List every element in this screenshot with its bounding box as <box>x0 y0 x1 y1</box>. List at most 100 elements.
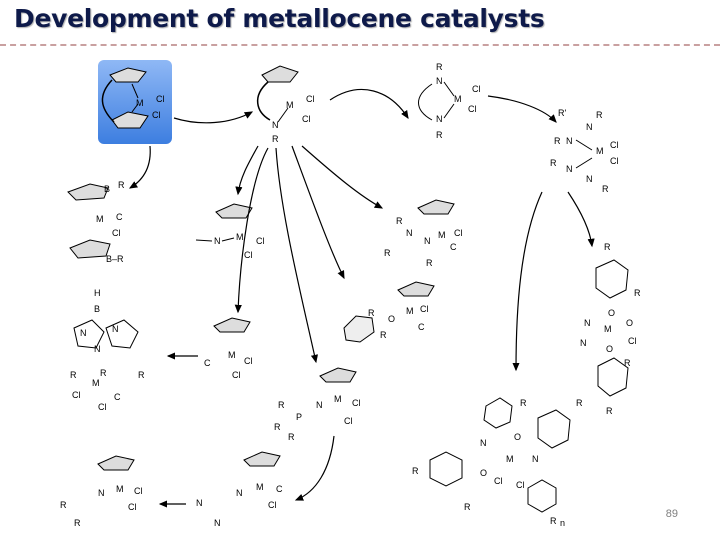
chloride-label: Cl <box>516 480 525 490</box>
chloride-label: Cl <box>112 228 121 238</box>
chloride-label: Cl <box>128 502 137 512</box>
salan-structure: R R N O M O Cl N O R R <box>580 242 641 416</box>
chloride-label: Cl <box>344 416 353 426</box>
metal-label: M <box>454 94 462 104</box>
boron-label: B <box>94 304 100 314</box>
fi-catalyst-structure: R R N O M N R O Cl Cl R R n <box>412 397 583 528</box>
chloride-label: Cl <box>628 336 637 346</box>
nitrogen-label: N <box>436 76 443 86</box>
phosphinimide-structure: R N M Cl P Cl R R <box>274 367 361 442</box>
chloride-label: Cl <box>352 398 361 408</box>
chloride-label: Cl <box>468 104 477 114</box>
chloride-label: C <box>204 358 211 368</box>
r-group-label: R <box>60 500 67 510</box>
r-group-label: R <box>100 368 107 378</box>
arrow <box>173 111 254 124</box>
r-group-label: R <box>278 400 285 410</box>
nitrogen-label: N <box>94 344 101 354</box>
r-group-label: R <box>436 62 443 72</box>
nitrogen-label: N <box>80 328 87 338</box>
metal-label: M <box>92 378 100 388</box>
metal-label: M <box>96 214 104 224</box>
phosphorus-label: P <box>296 412 302 422</box>
chloride-label: Cl <box>156 94 165 104</box>
chloride-label: Cl <box>244 356 253 366</box>
r-group-label: R <box>288 432 295 442</box>
r-group-label: R <box>436 130 443 140</box>
nitrogen-label: N <box>272 120 279 130</box>
metal-label: M <box>604 324 612 334</box>
constrained-geometry-structure: M Cl Cl N R <box>257 65 315 144</box>
r-group-label: R <box>596 110 603 120</box>
nitrogen-label: N <box>480 438 487 448</box>
oxygen-label: O <box>514 432 521 442</box>
arrow <box>234 147 269 314</box>
nitrogen-label: N <box>316 400 323 410</box>
metal-label: M <box>406 306 414 316</box>
ansa-metallocene-structure: M Cl Cl <box>98 60 172 144</box>
oxygen-label: O <box>626 318 633 328</box>
r-group-label: R <box>412 466 419 476</box>
metal-label: M <box>256 482 264 492</box>
nitrogen-label: N <box>196 498 203 508</box>
nitrogen-label: N <box>214 518 221 528</box>
arrow <box>567 191 595 248</box>
boratabenzene-structure: B R M C Cl B–R <box>67 180 125 264</box>
nitrogen-label: N <box>406 228 413 238</box>
nitrogen-label: N <box>586 122 593 132</box>
metal-label: M <box>236 232 244 242</box>
r-group-label: R <box>138 370 145 380</box>
r-group-label: R <box>272 134 279 144</box>
r-group-label: R <box>274 422 281 432</box>
amidinate-structure: R' R N R N M Cl Cl R N N R <box>550 108 619 194</box>
chloride-label: Cl <box>472 84 481 94</box>
nitrogen-label: N <box>566 136 573 146</box>
arrow <box>294 435 335 501</box>
r-group-label: R <box>606 406 613 416</box>
arrow <box>301 145 384 209</box>
oxygen-label: O <box>480 468 487 478</box>
chloride-label: Cl <box>72 390 81 400</box>
nitrogen-label: N <box>214 236 221 246</box>
oxygen-label: O <box>606 344 613 354</box>
nitrogen-label: N <box>112 324 119 334</box>
chloride-label: Cl <box>610 140 619 150</box>
chloride-label: C <box>114 392 121 402</box>
chloride-label: Cl <box>232 370 241 380</box>
half-sandwich-amido-structure: N M Cl Cl <box>195 203 265 260</box>
nitrogen-label: N <box>436 114 443 124</box>
nitrogen-label: N <box>424 236 431 246</box>
r-group-label: R <box>396 216 403 226</box>
nitrogen-label: N <box>586 174 593 184</box>
arrow <box>512 191 543 372</box>
hydrogen-label: H <box>94 288 101 298</box>
chloride-label: Cl <box>610 156 619 166</box>
chloride-label: Cl <box>420 304 429 314</box>
chloride-label: Cl <box>98 402 107 412</box>
chloride-label: Cl <box>494 476 503 486</box>
r-group-label: R <box>70 370 77 380</box>
nitrogen-label: N <box>584 318 591 328</box>
r-group-label: R <box>550 516 557 526</box>
nitrogen-label: N <box>532 454 539 464</box>
r-group-label: R <box>554 136 561 146</box>
arrow <box>291 145 345 280</box>
half-sandwich-amidinate-structure: R N M Cl Cl R <box>60 455 143 528</box>
slide-title: Development of metallocene catalysts <box>14 4 545 33</box>
r-group-label: R <box>576 398 583 408</box>
r-group-label: R <box>464 502 471 512</box>
r-group-label: R <box>384 248 391 258</box>
page-number: 89 <box>665 508 678 520</box>
r-group-label: R <box>426 258 433 268</box>
arrow <box>128 145 151 189</box>
r-group-label: R <box>380 330 387 340</box>
chloride-label: Cl <box>306 94 315 104</box>
metal-label: M <box>136 98 144 108</box>
r-group-label: R <box>604 242 611 252</box>
r-group-label: R <box>624 358 631 368</box>
oxygen-label: O <box>608 308 615 318</box>
subscript-n-label: n <box>560 518 565 528</box>
iminoimidazolidide-structure: N N M C Cl N <box>196 451 283 528</box>
half-sandwich-trichloride-structure: M Cl C Cl <box>204 317 253 380</box>
chloride-label: C <box>116 212 123 222</box>
